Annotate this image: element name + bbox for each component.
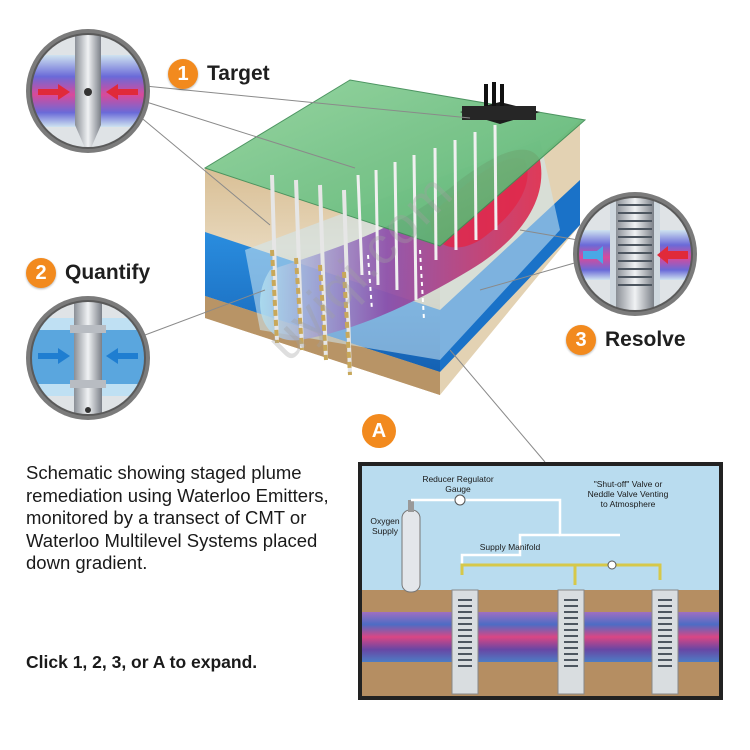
valve-label-3: to Atmosphere bbox=[601, 499, 656, 509]
valve-label-1: "Shut-off" Valve or bbox=[594, 479, 663, 489]
leader-lines bbox=[137, 85, 579, 463]
shutoff-valve bbox=[607, 560, 617, 570]
step-2-badge[interactable]: 2 bbox=[26, 258, 56, 288]
monitoring-transect bbox=[270, 174, 352, 376]
step-2-label[interactable]: Quantify bbox=[65, 261, 151, 284]
step-3-badge[interactable]: 3 bbox=[566, 325, 596, 355]
magnifier-quantify[interactable] bbox=[26, 295, 150, 425]
step-2-quantify[interactable]: 2 Quantify bbox=[26, 258, 150, 288]
hotspot-a-button[interactable]: A bbox=[362, 414, 396, 448]
inset-well-2 bbox=[557, 589, 585, 695]
magnifier-resolve[interactable] bbox=[573, 192, 697, 316]
valve-label-2: Neddle Valve Venting bbox=[588, 489, 669, 499]
surface-equipment bbox=[460, 82, 540, 124]
inset-schematic[interactable]: Reducer Regulator Gauge Oxygen Supply "S… bbox=[358, 462, 723, 700]
magnifier-target[interactable] bbox=[26, 29, 150, 155]
oxygen-label-1: Oxygen bbox=[370, 516, 400, 526]
subsurface-block bbox=[203, 79, 587, 395]
emitter-wells bbox=[356, 124, 498, 321]
oxygen-cylinder bbox=[401, 509, 421, 593]
reducer-label-1: Reducer Regulator bbox=[422, 474, 494, 484]
step-1-target[interactable]: 1 Target bbox=[168, 59, 270, 89]
inset-well-1 bbox=[451, 589, 479, 695]
step-1-label[interactable]: Target bbox=[207, 62, 270, 85]
manifold-label: Supply Manifold bbox=[480, 542, 541, 552]
instruction-text: Click 1, 2, 3, or A to expand. bbox=[26, 652, 258, 672]
inset-well-3 bbox=[651, 589, 679, 695]
step-1-badge[interactable]: 1 bbox=[168, 59, 198, 89]
step-3-resolve[interactable]: 3 Resolve bbox=[566, 325, 686, 355]
reducer-label-2: Gauge bbox=[445, 484, 471, 494]
step-3-label[interactable]: Resolve bbox=[605, 328, 686, 351]
regulator-gauge bbox=[454, 494, 466, 506]
caption-text: Schematic showing staged plume remediati… bbox=[26, 462, 329, 573]
oxygen-label-2: Supply bbox=[372, 526, 399, 536]
